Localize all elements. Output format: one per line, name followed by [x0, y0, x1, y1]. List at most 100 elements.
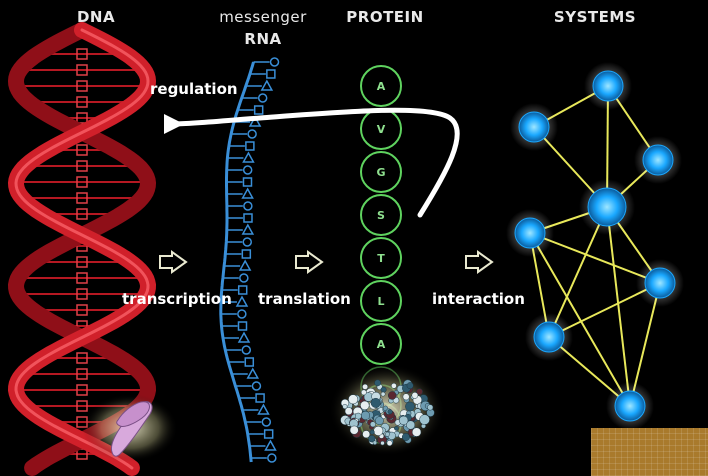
protein-atom — [348, 394, 359, 405]
dna-base-icon — [76, 384, 88, 396]
protein-atom — [373, 425, 384, 436]
mrna-base-icon — [243, 201, 253, 211]
protein-atom — [362, 430, 371, 439]
protein-atom — [360, 400, 370, 411]
amino-acid-letter: L — [377, 295, 384, 308]
dna-base-icon — [76, 208, 88, 220]
mrna-base-icon — [242, 151, 255, 163]
mrna-base-icon — [264, 439, 277, 451]
dna-base-icon — [76, 64, 88, 76]
network-node — [518, 111, 550, 143]
protein-atom — [360, 389, 367, 396]
amino-acid-letter: A — [377, 80, 386, 93]
protein-atom — [416, 388, 423, 396]
dna-base-icon — [76, 256, 88, 268]
dna-base-icon — [76, 48, 88, 60]
amino-acid-letter: V — [377, 123, 386, 136]
protein-atom — [398, 415, 409, 426]
protein-atom — [372, 440, 378, 445]
mrna-base-icon — [266, 69, 276, 79]
mrna-base-icon — [257, 93, 268, 103]
network-edge — [529, 232, 631, 407]
label-interaction: interaction — [432, 290, 525, 308]
header-dna: DNA — [76, 8, 116, 26]
network-node — [587, 187, 627, 227]
dna-base-icon — [76, 112, 88, 124]
protein-atom — [368, 435, 376, 443]
protein-atom — [375, 416, 384, 426]
dna-base-icon — [76, 96, 88, 108]
mrna-base-icon — [242, 237, 253, 247]
mrna-base-icon — [235, 295, 249, 307]
amino-acid-letter: S — [377, 209, 385, 222]
amino-acid-node — [360, 65, 402, 107]
mrna-base-icon — [267, 453, 277, 463]
amino-acid-letter: A — [377, 338, 386, 351]
mrna-base-icon — [263, 429, 274, 439]
mrna-base-icon — [269, 57, 280, 67]
mrna-base-icon — [248, 115, 262, 127]
dna-double-helix — [7, 22, 157, 476]
dna-base-icon — [76, 160, 88, 172]
mrna-base-icon — [241, 249, 252, 259]
dna-backbone-back — [7, 22, 157, 476]
source-badge — [591, 428, 708, 476]
dna-base-icon — [76, 304, 88, 316]
mrna-base-icon — [261, 417, 272, 427]
protein-atom — [380, 391, 386, 397]
protein-atom — [411, 392, 419, 399]
header-mrna-line1: messenger — [219, 8, 307, 26]
mrna-base-icon — [241, 223, 255, 235]
dna-base-icon — [76, 368, 88, 380]
protein-atom — [387, 409, 393, 415]
mrna-base-icon — [251, 381, 262, 391]
dna-base-icon — [76, 400, 88, 412]
mrna-base-icon — [238, 259, 252, 271]
network-node — [514, 217, 546, 249]
mrna-backbone — [219, 61, 255, 463]
amino-acid-letter: T — [377, 252, 385, 265]
header-protein: PROTEIN — [346, 8, 424, 26]
mrna-base-icon — [237, 321, 248, 331]
mrna-base-icon — [237, 309, 247, 319]
protein-atom — [374, 379, 381, 387]
mrna-base-icon — [241, 345, 252, 355]
outline-arrow-right-icon — [465, 250, 494, 274]
mrna-base-icon — [237, 285, 248, 295]
protein-atom — [380, 440, 385, 446]
mrna-base-icon — [242, 177, 253, 187]
dna-base-icon — [76, 352, 88, 364]
mrna-base-icon — [257, 403, 270, 415]
dna-base-icon — [76, 288, 88, 300]
systems-network — [506, 62, 684, 430]
mrna-base-icon — [247, 129, 257, 139]
mrna-base-icon — [253, 105, 264, 115]
dna-backbone-highlight — [14, 28, 150, 470]
network-node — [642, 144, 674, 176]
protein-atom — [406, 420, 416, 430]
protein-atom — [342, 403, 348, 410]
mrna-base-icon — [242, 165, 253, 175]
network-node — [614, 390, 646, 422]
protein-atom — [349, 425, 359, 435]
amino-acid-node — [360, 194, 402, 236]
mrna-base-icon — [241, 187, 254, 199]
mrna-base-icon — [255, 393, 265, 403]
protein-atom — [387, 391, 397, 400]
amino-acid-letter: G — [376, 166, 385, 179]
protein-atom — [384, 431, 390, 437]
protein-atom — [344, 407, 353, 416]
protein-atom — [354, 412, 362, 420]
protein-atom — [386, 440, 393, 447]
network-node — [592, 70, 624, 102]
dna-base-icon — [76, 272, 88, 284]
label-regulation: regulation — [150, 80, 238, 98]
regulation-arrow — [163, 107, 460, 218]
mrna-base-icon — [245, 141, 255, 151]
protein-atom — [369, 429, 375, 435]
protein-atom — [362, 383, 369, 390]
protein-structure-icon — [340, 379, 435, 447]
header-systems: SYSTEMS — [553, 8, 637, 26]
